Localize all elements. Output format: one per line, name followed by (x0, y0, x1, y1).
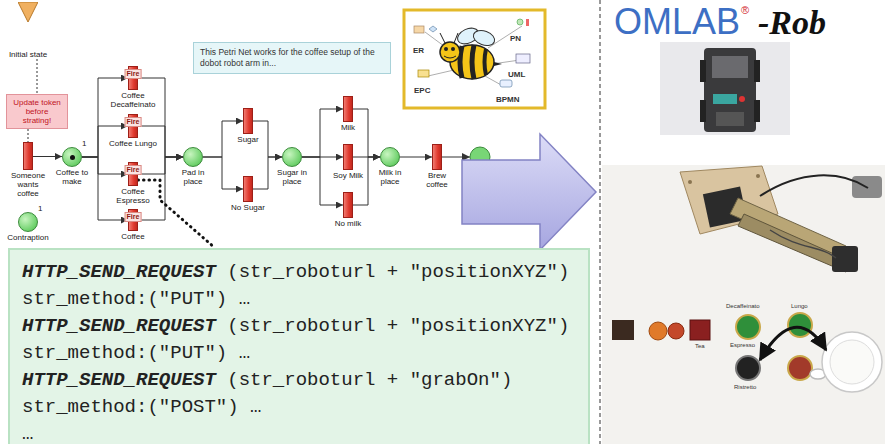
code-line: str_method:("POST") … (22, 394, 576, 421)
transition-box: FireCoffee Decaffeinato (128, 66, 138, 90)
state-triangle (18, 2, 38, 22)
arc-connector (302, 109, 343, 157)
arc-connector (138, 157, 183, 220)
arc-connector (203, 157, 243, 189)
node-label: Coffee to make (52, 168, 92, 186)
arc-connector (37, 59, 38, 94)
node-label: Brew coffee (422, 171, 452, 189)
code-line: HTTP_SEND_REQUEST (str_roboturl + "positi… (22, 313, 576, 340)
state-label: Initial state (9, 50, 47, 59)
node-label: No milk (330, 219, 366, 228)
note-text: This Petri Net works for the coffee setu… (200, 47, 384, 69)
arc-connector (203, 121, 243, 157)
transition-box: Brew coffee (432, 144, 442, 170)
transition-box: FireCoffee (128, 209, 138, 231)
arc-connector (28, 129, 29, 142)
code-text: (str_roboturl + "grabOn") (227, 369, 512, 391)
arc-connector (353, 109, 380, 157)
model-type-label: PN (510, 34, 521, 43)
place-circle: 1Contraption (18, 212, 38, 232)
note-box: Update token before strating! (6, 94, 68, 129)
logo-text: OMLAB (614, 4, 740, 40)
code-text: str_method:("PUT") … (22, 342, 250, 364)
pad-label: Lungo (791, 303, 808, 310)
node-label: Pad in place (175, 168, 211, 186)
code-box: HTTP_SEND_REQUEST (str_roboturl + "positi… (8, 248, 590, 444)
code-line: HTTP_SEND_REQUEST (str_roboturl + "positi… (22, 259, 576, 286)
transition-box: FireCoffee Lungo (128, 114, 138, 138)
transition-box: Someone wants coffee (23, 142, 33, 170)
node-label: Coffee Lungo (107, 139, 159, 148)
arc-connector (33, 156, 62, 157)
fire-label: Fire (125, 117, 142, 127)
fire-label: Fire (125, 212, 142, 222)
node-label: Coffee Espresso (107, 187, 159, 205)
arc-connector (302, 157, 343, 205)
leader-line (138, 180, 215, 248)
transition-box: Milk (343, 96, 353, 122)
arc-connector (400, 157, 432, 158)
robot-arm-photo (602, 165, 885, 444)
token-count: 1 (38, 204, 42, 213)
model-type-label: BPMN (496, 95, 520, 104)
transform-arrow (462, 134, 596, 250)
bee-illustration (404, 10, 545, 108)
pad-label: Tea (695, 343, 705, 350)
code-text: (str_roboturl + "positionXYZ") (227, 261, 569, 283)
node-label: Sugar (230, 135, 266, 144)
code-text: str_method:("PUT") … (22, 288, 250, 310)
robot-photo (660, 42, 790, 135)
transition-box: FireCoffee Espresso (128, 162, 138, 186)
code-line: str_method:("PUT") … (22, 340, 576, 367)
arc-connector (82, 157, 128, 220)
code-line: HTTP_SEND_REQUEST (str_roboturl + "grabOn… (22, 367, 576, 394)
fire-label: Fire (125, 69, 142, 79)
logo-mark: ® (741, 5, 749, 16)
node-label: Someone wants coffee (6, 171, 50, 198)
node-label: Contraption (3, 233, 53, 242)
transition-box: No Sugar (243, 176, 253, 202)
code-text: str_method:("POST") … (22, 396, 261, 418)
logo-text: -Rob (758, 6, 826, 40)
token-dot (70, 155, 75, 160)
token-count: 1 (82, 139, 86, 148)
node-label: Sugar in place (272, 168, 312, 186)
initial-state: Initial state (8, 2, 48, 59)
pad-label: Espresso (730, 342, 755, 349)
code-text: (str_roboturl + "positionXYZ") (227, 315, 569, 337)
code-line: str_method:("PUT") … (22, 286, 576, 313)
note-text: Update token before strating! (11, 98, 63, 125)
node-label: Coffee Decaffeinato (107, 91, 159, 109)
model-type-label: UML (508, 70, 525, 79)
model-type-label: EPC (414, 86, 430, 95)
transition-box: No milk (343, 192, 353, 218)
place-circle: 1Coffee to make (62, 147, 82, 167)
code-keyword: HTTP_SEND_REQUEST (22, 369, 216, 391)
place-circle: Pad in place (183, 147, 203, 167)
note-box: This Petri Net works for the coffee setu… (193, 42, 391, 74)
separator-line (600, 0, 601, 444)
model-type-label: ER (413, 46, 424, 55)
place-circle: Sugar in place (282, 147, 302, 167)
place-circle: Milk in place (380, 147, 400, 167)
node-label: Coffee (107, 232, 159, 241)
fire-label: Fire (125, 165, 142, 175)
code-line: … (22, 421, 576, 444)
pad-label: Ristretto (734, 384, 756, 391)
code-keyword: HTTP_SEND_REQUEST (22, 315, 216, 337)
node-label: Milk in place (372, 168, 408, 186)
pad-label: Decaffeinato (726, 303, 760, 310)
node-label: No Sugar (228, 203, 268, 212)
arc-line (442, 157, 470, 158)
code-keyword: HTTP_SEND_REQUEST (22, 261, 216, 283)
node-label: Milk (333, 123, 363, 132)
arc-connector (82, 157, 128, 174)
transition-box: Soy Milk (343, 144, 353, 170)
transition-box: Sugar (243, 108, 253, 134)
code-text: … (22, 423, 33, 444)
node-label: Soy Milk (330, 171, 366, 180)
arc-connector (353, 157, 380, 205)
arc-connector (138, 157, 183, 174)
